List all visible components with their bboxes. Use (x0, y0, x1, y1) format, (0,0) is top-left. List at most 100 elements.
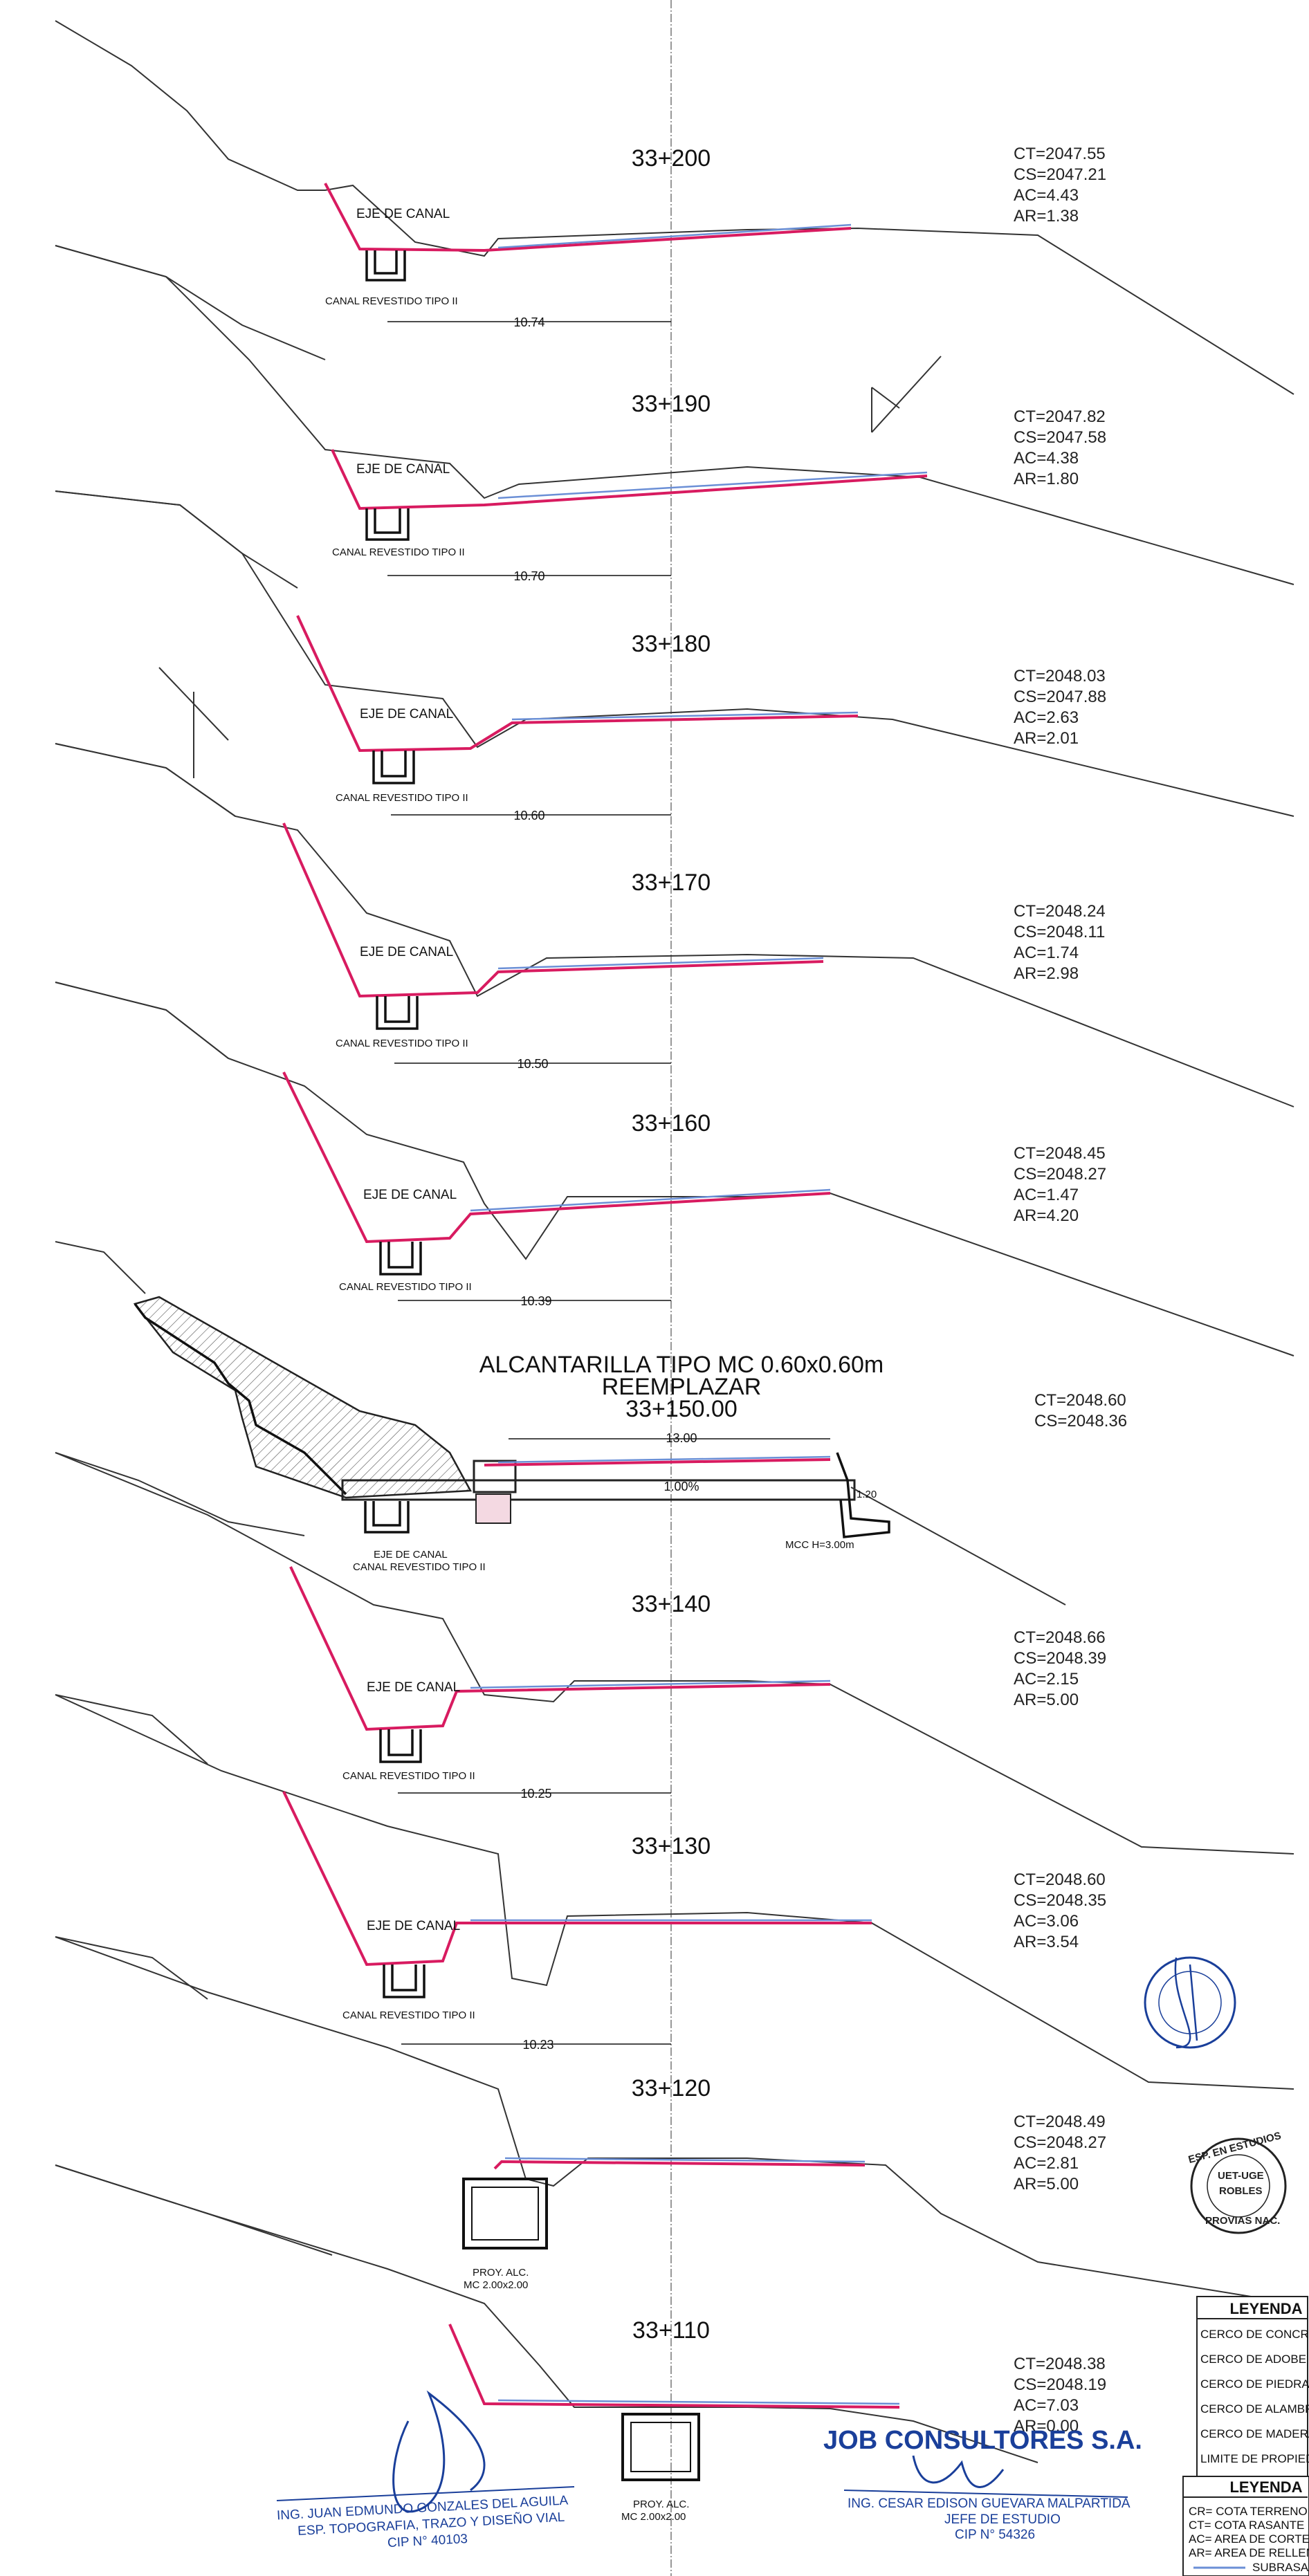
param-ac: AC=1.47 (1014, 1186, 1079, 1204)
signature-scribble (912, 2455, 1005, 2488)
legend-title: LEYENDA (1229, 2478, 1302, 2496)
round-stamp-upper (1144, 1956, 1236, 2049)
legend-item: AC= AREA DE CORTE (1189, 2532, 1309, 2546)
canal-axis-label: EJE DE CANAL (356, 207, 450, 221)
inlet-stepped-channel (134, 1303, 347, 1496)
signature-cip: CIP N° 40103 (387, 2532, 468, 2550)
chainage-label: 33+130 (632, 1833, 711, 1859)
canal-axis-label: EJE DE CANAL (360, 945, 453, 959)
param-ct: CT=2048.49 (1014, 2113, 1106, 2131)
ground-line (55, 2164, 1038, 2463)
canal-section (372, 751, 415, 784)
signature-name: ING. CESAR EDISON GUEVARA MALPARTIDA (848, 2496, 1130, 2511)
canal-type-label: CANAL REVESTIDO TIPO II (336, 792, 468, 804)
canal-section (383, 1965, 425, 1998)
proposed-culvert-box (462, 2178, 548, 2250)
canal-type-label: CANAL REVESTIDO TIPO II (336, 1038, 468, 1049)
chainage-label: 33+180 (632, 631, 711, 657)
dimension-value: 13.00 (666, 1431, 697, 1445)
param-ar: AR=5.00 (1014, 1691, 1079, 1709)
ground-line-left (55, 1452, 305, 1536)
ground-line-left (55, 1694, 208, 1765)
subgrade-line (470, 1680, 831, 1689)
param-ac: AC=4.38 (1014, 449, 1079, 468)
legend-item: CR= COTA TERRENO (1189, 2505, 1308, 2518)
param-ac: AC=7.03 (1014, 2396, 1079, 2415)
post-symbol (158, 667, 229, 778)
param-ct: CT=2048.03 (1014, 667, 1106, 686)
ground-line (55, 1936, 1294, 2304)
section-33-190: 10.70 EJE DE CANAL CANAL REVESTIDO TIPO … (55, 245, 1294, 589)
param-ct: CT=2047.82 (1014, 407, 1106, 426)
proposed-culvert-label-1: PROY. ALC. (633, 2499, 689, 2510)
stamp-text-1: ESP. EN ESTUDIOS (1187, 2130, 1283, 2166)
canal-section (365, 250, 406, 282)
subgrade-line (497, 223, 852, 249)
param-cs: CS=2048.27 (1014, 2133, 1106, 2152)
section-33-110: PROY. ALC. MC 2.00x2.00 33+110 CT=2048.3… (55, 2164, 1106, 2523)
param-cs: CS=2047.88 (1014, 688, 1106, 706)
param-ar: AR=0.00 (1014, 2417, 1079, 2436)
canal-type-label: CANAL REVESTIDO TIPO II (332, 546, 465, 558)
param-cs: CS=2048.19 (1014, 2375, 1106, 2394)
culvert-section: 13.00 1.00% 1.20 MCC H=3.00m EJE DE CANA… (55, 1296, 1127, 1606)
canal-section (365, 508, 410, 541)
canal-type-label: CANAL REVESTIDO TIPO II (342, 1770, 475, 1782)
legend-item: LIMITE DE PROPIEDAD (1200, 2452, 1309, 2465)
canal-axis-label: EJE DE CANAL (363, 1188, 457, 1202)
post-symbol (871, 356, 942, 433)
proposed-culvert-box (621, 2413, 700, 2481)
design-grade (282, 1071, 831, 1244)
culvert-title: ALCANTARILLA TIPO MC 0.60x0.60m (479, 1352, 884, 1378)
ground-line-left (55, 1241, 146, 1294)
param-ct: CT=2048.38 (1014, 2355, 1106, 2373)
design-grade (296, 615, 859, 753)
subgrade-line (497, 2399, 900, 2405)
ground-line (55, 490, 1294, 817)
canal-under-culvert (364, 1501, 410, 1534)
ground-line (850, 1487, 1066, 1606)
subgrade-line (497, 957, 824, 970)
canal-type-label: CANAL REVESTIDO TIPO II (325, 295, 458, 307)
proposed-culvert-inner (630, 2422, 691, 2472)
design-grade (493, 2160, 866, 2170)
proposed-culvert-label-2: MC 2.00x2.00 (464, 2279, 528, 2291)
param-ar: AR=1.38 (1014, 207, 1079, 226)
chainage-label: 33+170 (632, 870, 711, 896)
canal-section (376, 996, 419, 1030)
signature-left: ING. JUAN EDMUNDO GONZALES DEL AGUILA ES… (277, 2390, 575, 2550)
section-33-140: 10.25 EJE DE CANAL CANAL REVESTIDO TIPO … (55, 1452, 1294, 1855)
slope-label: 1.00% (663, 1480, 699, 1493)
culvert-inlet-pit (475, 1493, 511, 1524)
company-name: JOB CONSULTORES S.A. (823, 2426, 1142, 2455)
mcc-label: MCC H=3.00m (785, 1539, 854, 1551)
inlet-wingwall-hatched (133, 1296, 473, 1499)
subgrade-line (511, 711, 859, 721)
canal-section (379, 1729, 422, 1763)
subgrade-line (470, 1188, 831, 1212)
signature-role: JEFE DE ESTUDIO (944, 2512, 1061, 2527)
dimension-value: 10.50 (517, 1057, 548, 1071)
stamp-text-4: PROVIAS NAC. (1205, 2215, 1280, 2227)
ground-line-left (55, 490, 298, 589)
ground-line (55, 245, 1294, 585)
param-ac: AC=2.63 (1014, 708, 1079, 727)
dimension-value: 10.60 (513, 809, 544, 822)
param-ct: CT=2048.24 (1014, 902, 1106, 921)
culvert-inlet-box (473, 1460, 517, 1493)
design-grade (448, 2324, 900, 2409)
chainage-label: 33+160 (632, 1110, 711, 1137)
proposed-culvert-label-2: MC 2.00x2.00 (621, 2511, 686, 2523)
chainage-label: 33+120 (632, 2075, 711, 2101)
design-grade (282, 822, 824, 998)
param-cs: CS=2047.58 (1014, 428, 1106, 447)
param-cs: CS=2048.27 (1014, 1165, 1106, 1184)
design-grade (484, 1458, 831, 1466)
dimension-value: 10.74 (513, 315, 544, 329)
signature-scribble (392, 2390, 486, 2513)
dimension-value: 10.39 (520, 1294, 551, 1308)
canal-type-label: CANAL REVESTIDO TIPO II (353, 1561, 486, 1573)
param-ar: AR=5.00 (1014, 2175, 1079, 2193)
canal-section (379, 1242, 422, 1276)
